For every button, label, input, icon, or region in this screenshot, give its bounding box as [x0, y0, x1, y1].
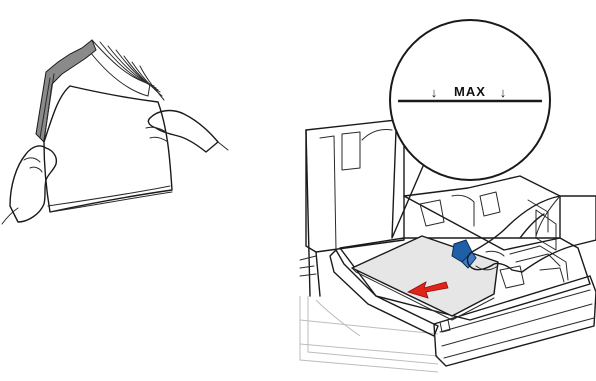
max-arrow-left-icon: ↓	[431, 85, 438, 100]
fanned-paper-stack-illustration	[2, 40, 228, 224]
left-hand	[2, 146, 56, 224]
max-fill-callout: ↓ MAX ↓	[390, 20, 550, 238]
printer-tray-illustration: ↓ MAX ↓	[300, 20, 596, 372]
max-label: MAX	[454, 84, 486, 99]
lower-tray-ghosts	[300, 296, 438, 372]
max-arrow-right-icon: ↓	[500, 85, 507, 100]
right-hand	[146, 111, 228, 152]
